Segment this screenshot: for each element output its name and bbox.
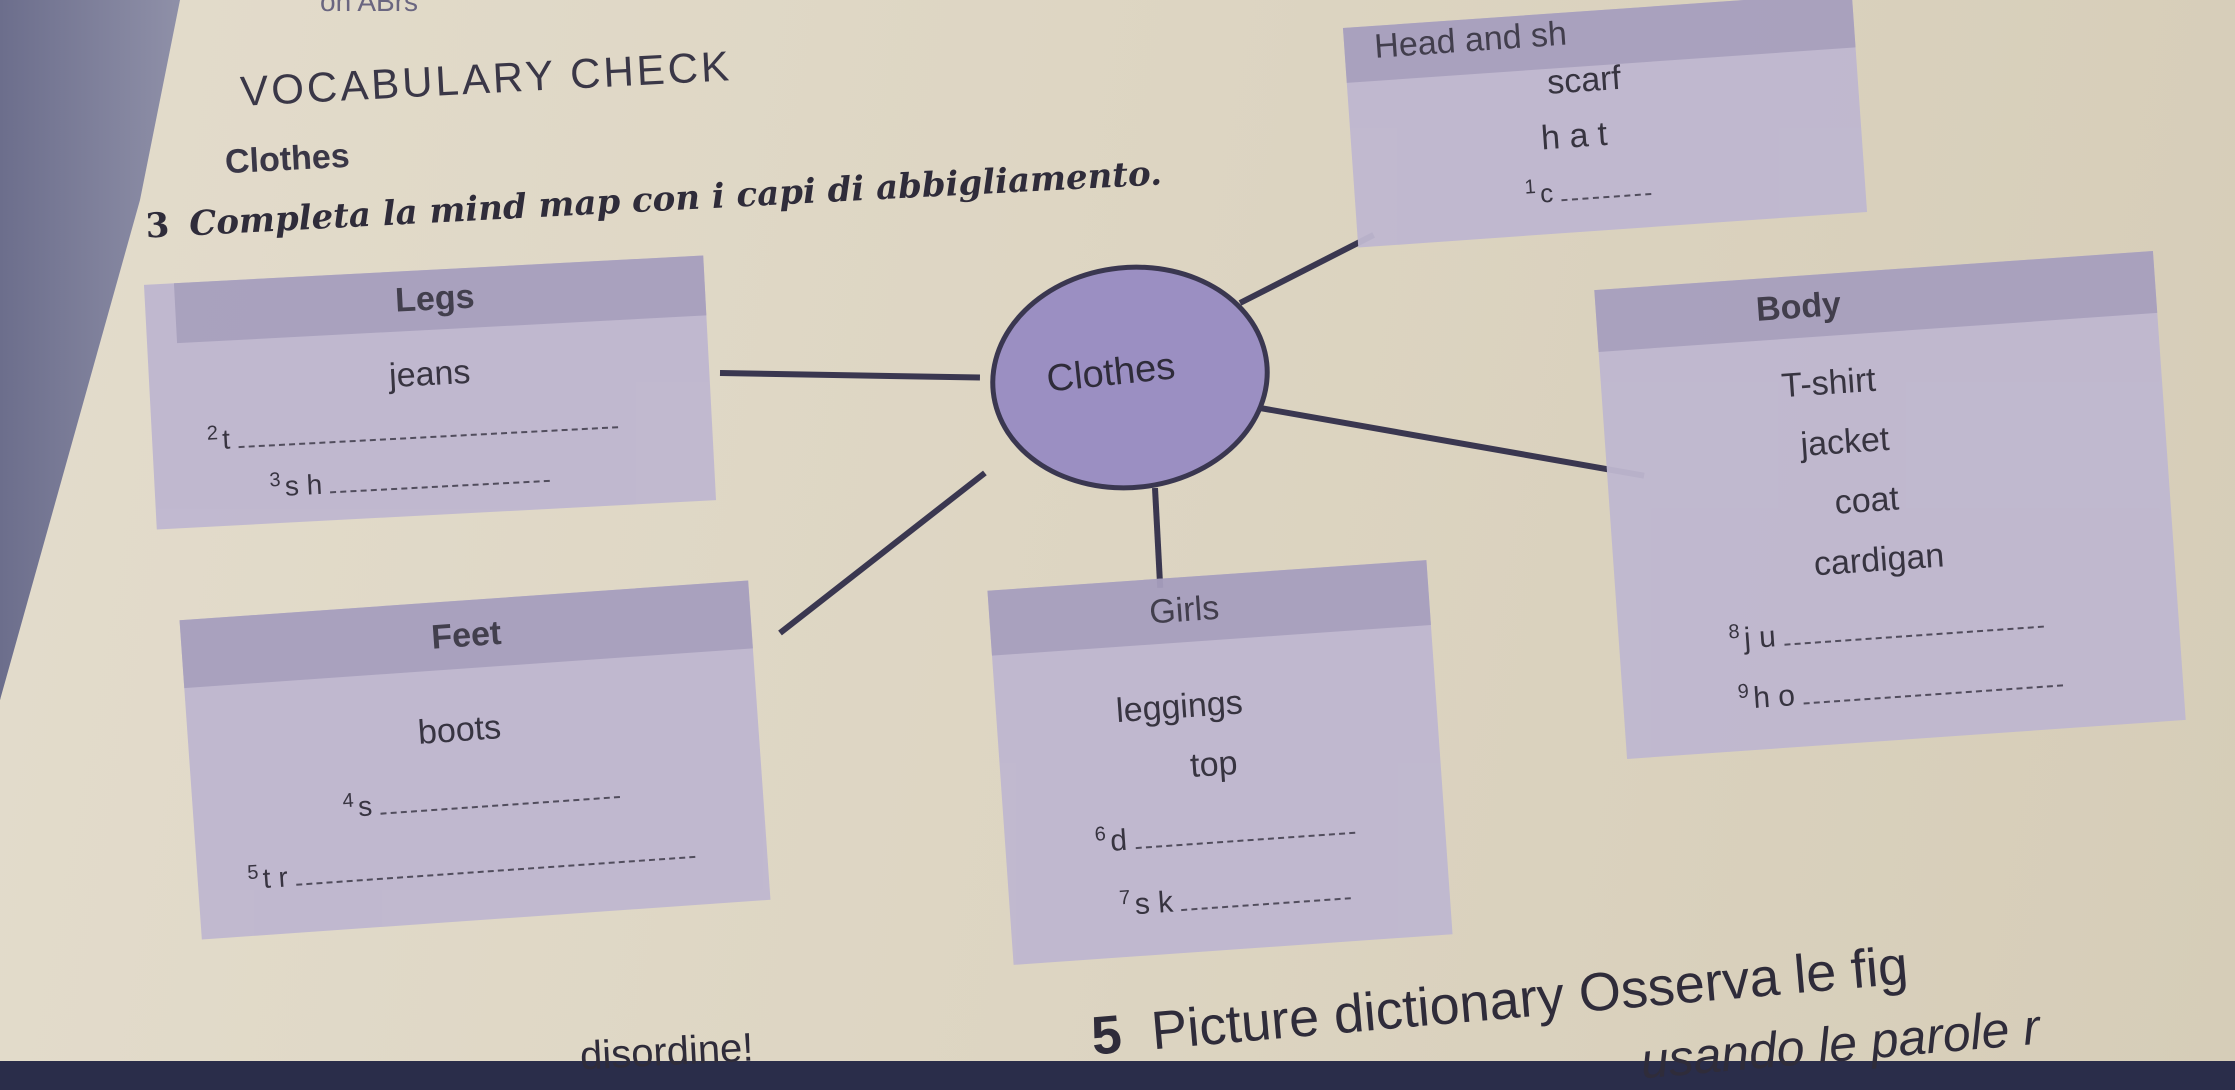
feet-title: Feet: [430, 613, 503, 657]
body-word-coat: coat: [1833, 479, 1901, 522]
body-word-cardigan: cardigan: [1812, 536, 1946, 584]
center-label: Clothes: [1044, 345, 1178, 401]
body-word-jacket: jacket: [1799, 419, 1891, 465]
feet-blank-5: 5t r: [247, 829, 696, 896]
head-word-hat: h a t: [1539, 114, 1609, 158]
section-title: Clothes: [224, 136, 351, 182]
girls-box: Girls leggings top 6d 7s k: [987, 560, 1453, 965]
feet-box: Feet boots 4s 5t r: [179, 580, 771, 940]
exercise-number: 3: [144, 205, 171, 247]
body-title: Body: [1754, 284, 1843, 329]
girls-word-leggings: leggings: [1114, 683, 1244, 731]
girls-blank-7: 7s k: [1118, 871, 1352, 923]
girls-word-top: top: [1188, 743, 1239, 786]
girls-blank-6: 6d: [1094, 805, 1356, 860]
feet-blank-4: 4s: [342, 770, 621, 824]
body-blank-8: 8j u: [1728, 599, 2045, 658]
cut-off-header-text: on ABrs: [320, 0, 419, 17]
feet-word-boots: boots: [416, 708, 503, 752]
body-box: Body T-shirt jacket coat cardigan 8j u 9…: [1594, 251, 2186, 759]
girls-title: Girls: [1148, 588, 1221, 632]
body-blank-9: 9h o: [1737, 658, 2064, 717]
body-word-tshirt: T-shirt: [1780, 360, 1878, 406]
bottom-left-text: disordine!: [578, 1025, 755, 1079]
head-word-scarf: scarf: [1545, 58, 1623, 102]
legs-word-jeans: jeans: [388, 352, 472, 396]
legs-title: Legs: [394, 277, 476, 320]
